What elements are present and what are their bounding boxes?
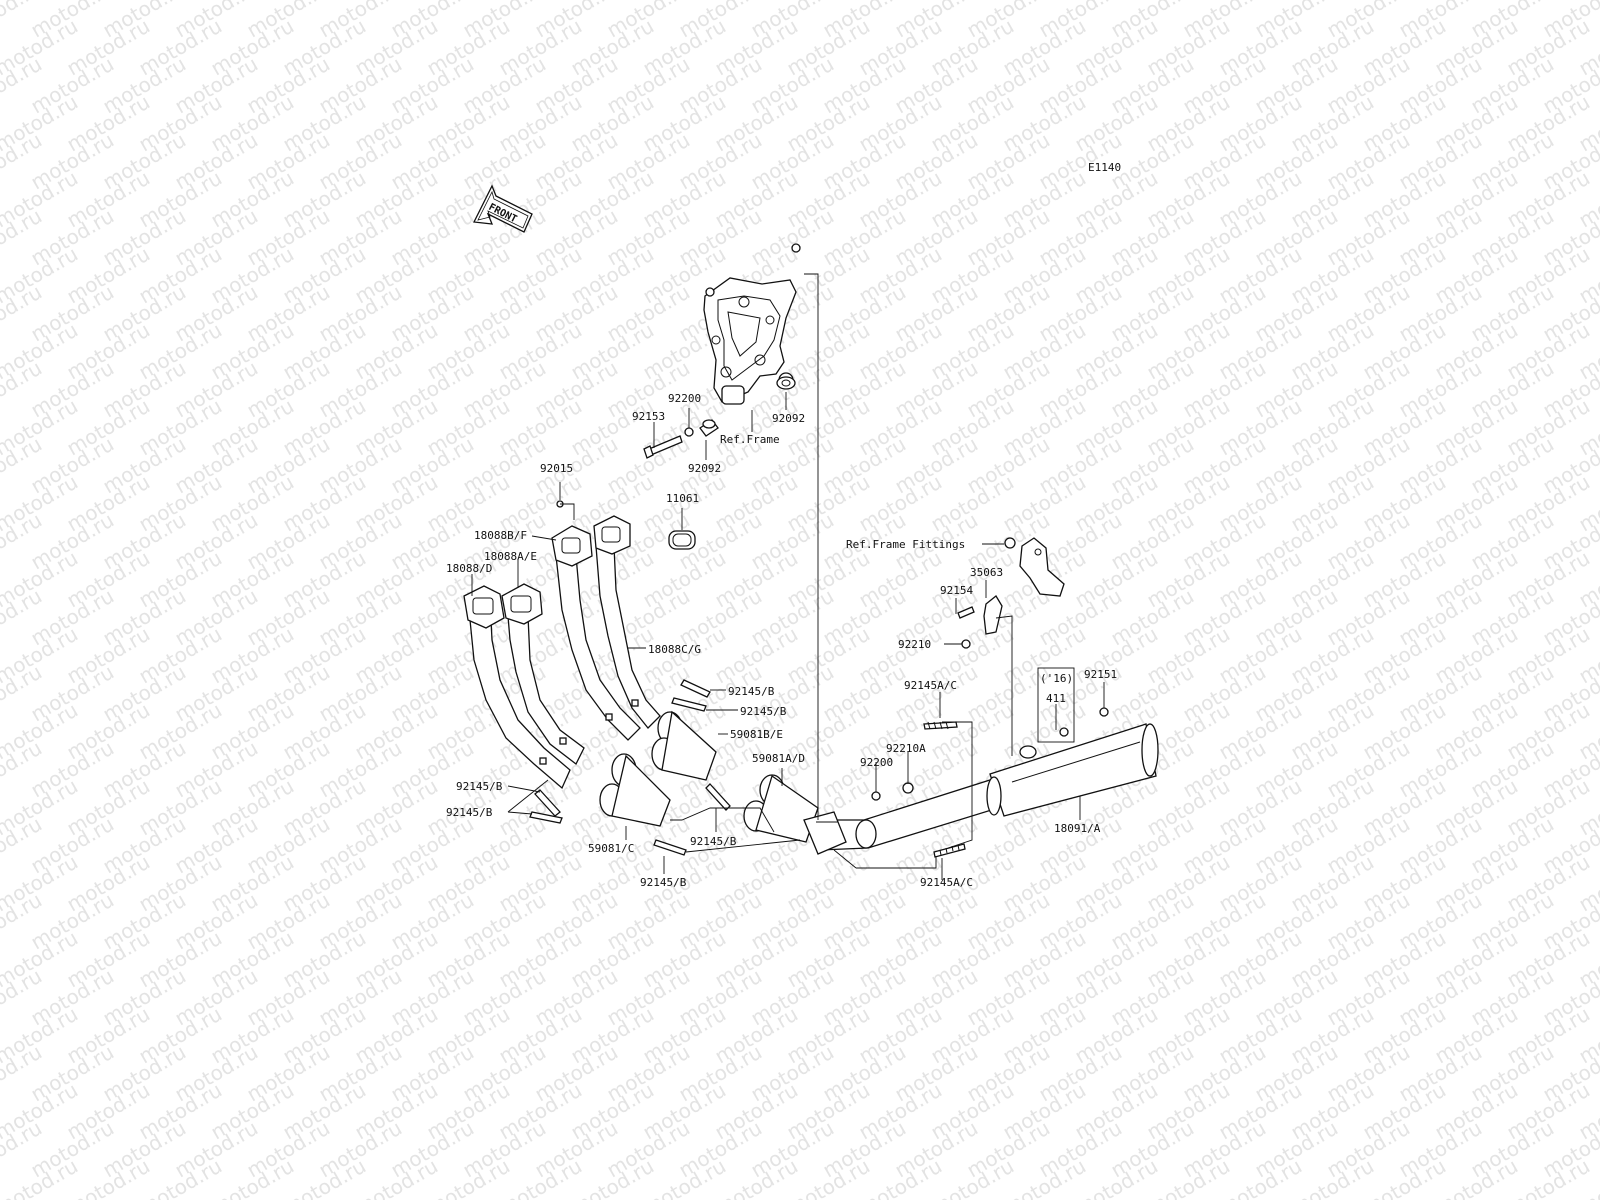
nut-92210 <box>961 639 971 649</box>
label-18088D: 18088/D <box>446 562 492 575</box>
label-59081BE: 59081B/E <box>730 728 783 741</box>
label-92145AC-bottom: 92145A/C <box>920 876 973 889</box>
label-92210A: 92210A <box>886 742 926 755</box>
label-92145B-2: 92145/B <box>740 705 787 718</box>
label-92153: 92153 <box>632 410 665 423</box>
label-92151: 92151 <box>1084 668 1117 681</box>
label-92200-right: 92200 <box>860 756 893 769</box>
washer-411 <box>1059 727 1069 737</box>
diagram-id: E1140 <box>1088 161 1121 174</box>
label-92015: 92015 <box>540 462 573 475</box>
label-92092-bottom: 92092 <box>688 462 721 475</box>
gasket-11061 <box>668 530 696 550</box>
label-92145AC-top: 92145A/C <box>904 679 957 692</box>
label-16: ('16) <box>1040 672 1073 685</box>
label-ref-frame: Ref.Frame <box>720 433 780 446</box>
label-92092-right: 92092 <box>772 412 805 425</box>
nut-92210A <box>902 782 914 794</box>
label-411: 411 <box>1046 692 1066 705</box>
label-11061: 11061 <box>666 492 699 505</box>
label-35063: 35063 <box>970 566 1003 579</box>
label-92145B-1: 92145/B <box>728 685 775 698</box>
label-92154: 92154 <box>940 584 973 597</box>
label-59081AD: 59081A/D <box>752 752 805 765</box>
bolt-92151 <box>1099 707 1109 717</box>
label-92145B-4: 92145/B <box>446 806 493 819</box>
spring-92145AC-top <box>923 721 958 730</box>
label-59081C: 59081/C <box>588 842 634 855</box>
washer-92200 <box>684 427 694 437</box>
grommet-92092-upper <box>776 376 796 390</box>
watermark-text: motod.ru <box>1575 0 1600 4</box>
label-92145B-3: 92145/B <box>456 780 503 793</box>
label-92145B-5: 92145/B <box>690 835 737 848</box>
label-92145B-6: 92145/B <box>640 876 687 889</box>
washer-92200-lower <box>871 791 881 801</box>
label-92210: 92210 <box>898 638 931 651</box>
label-18088CG: 18088C/G <box>648 643 701 656</box>
label-18091A: 18091/A <box>1054 822 1101 835</box>
label-92200-top: 92200 <box>668 392 701 405</box>
label-ref-frame-fittings: Ref.Frame Fittings <box>846 538 965 551</box>
label-18088BF: 18088B/F <box>474 529 527 542</box>
